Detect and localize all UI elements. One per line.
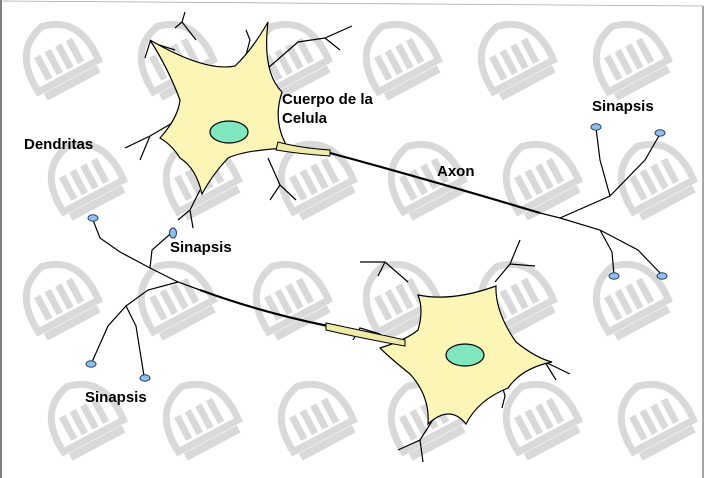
watermark-seal	[127, 250, 220, 342]
label-cell-body-line1: Cuerpo de la	[282, 91, 374, 108]
label-cell-body-line2: Celula	[282, 110, 328, 127]
watermark-seal	[152, 370, 245, 462]
label-synapse-middle: Sinapsis	[170, 239, 232, 256]
dendrite	[175, 12, 196, 40]
watermark-seal	[607, 370, 700, 462]
nucleus	[446, 344, 484, 366]
watermark-seal	[582, 250, 675, 342]
watermark-seal	[37, 370, 130, 462]
lower-neuron	[86, 215, 570, 462]
nucleus	[210, 121, 248, 143]
synapse-terminal	[86, 361, 96, 367]
watermark-seal	[582, 10, 675, 102]
label-axon: Axon	[437, 163, 475, 180]
watermark-seal	[607, 130, 700, 222]
synapse-terminal	[655, 130, 665, 136]
synapse-terminal	[88, 215, 98, 221]
synapse-terminal	[591, 124, 601, 130]
synapse-terminal	[657, 273, 667, 279]
watermark-seal	[467, 10, 560, 102]
synapse-terminal	[140, 375, 150, 381]
watermark-seal	[242, 250, 335, 342]
watermark-seal	[492, 130, 585, 222]
watermark-seal	[352, 10, 445, 102]
synapse-terminal	[609, 273, 619, 279]
synapse-terminal	[170, 228, 177, 238]
label-synapse-top-right: Sinapsis	[592, 98, 654, 115]
watermark-seal	[267, 370, 360, 462]
watermark-seal	[12, 10, 105, 102]
label-dendrites: Dendritas	[24, 136, 93, 153]
frame-top-edge	[1, 1, 703, 6]
label-synapse-bottom-left: Sinapsis	[85, 389, 147, 406]
watermark-seal	[12, 250, 105, 342]
